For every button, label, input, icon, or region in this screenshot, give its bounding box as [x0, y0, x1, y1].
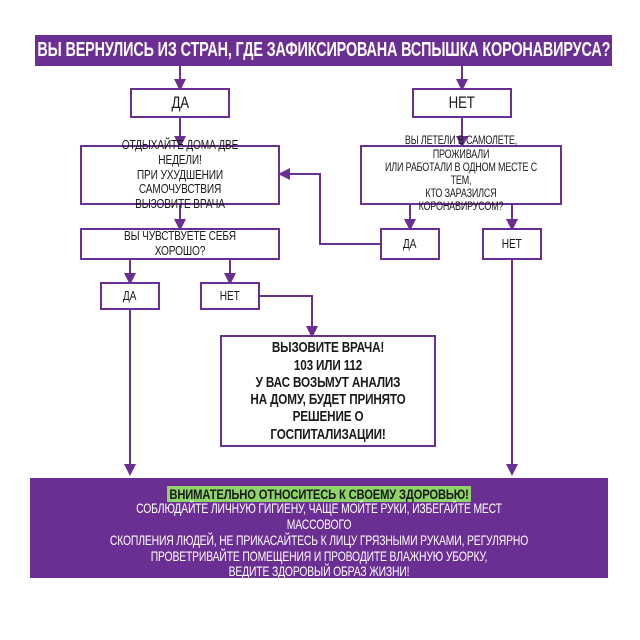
yes-box-2: ДА: [100, 282, 160, 310]
no-label: НЕТ: [448, 93, 476, 113]
stay-home-box: ОТДЫХАЙТЕ ДОМА ДВЕ НЕДЕЛИ! ПРИ УХУДШЕНИИ…: [80, 137, 280, 211]
call-doctor-box: ВЫЗОВИТЕ ВРАЧА! 103 ИЛИ 112 У ВАС ВОЗЬМУ…: [220, 335, 436, 447]
no-box-1: НЕТ: [412, 88, 512, 118]
main-question-text: ВЫ ВЕРНУЛИСЬ ИЗ СТРАН, ГДЕ ЗАФИКСИРОВАНА…: [37, 39, 610, 61]
stay-home-text: ОТДЫХАЙТЕ ДОМА ДВЕ НЕДЕЛИ! ПРИ УХУДШЕНИИ…: [121, 136, 239, 212]
footer-body: СОБЛЮДАЙТЕ ЛИЧНУЮ ГИГИЕНУ, ЧАЩЕ МОЙТЕ РУ…: [109, 500, 529, 580]
arrow-no2-doctor: [260, 295, 318, 338]
footer-advice-panel: ВНИМАТЕЛЬНО ОТНОСИТЕСЬ К СВОЕМУ ЗДОРОВЬЮ…: [30, 478, 608, 580]
call-doctor-text: ВЫЗОВИТЕ ВРАЧА! 103 ИЛИ 112 У ВАС ВОЗЬМУ…: [250, 339, 406, 443]
yes-label: ДА: [403, 235, 417, 251]
feel-question-text: ВЫ ЧУВСТВУЕТЕ СЕБЯ ХОРОШО?: [124, 228, 236, 258]
no-label: НЕТ: [220, 287, 240, 303]
yes-box-3: ДА: [380, 228, 440, 260]
yes-label: ДА: [171, 93, 189, 113]
contact-question-box: ВЫ ЛЕТЕЛИ В САМОЛЕТЕ, ПРОЖИВАЛИ ИЛИ РАБО…: [360, 135, 562, 213]
footer-headline: ВНИМАТЕЛЬНО ОТНОСИТЕСЬ К СВОЕМУ ЗДОРОВЬЮ…: [166, 486, 472, 502]
no-box-3: НЕТ: [482, 228, 542, 260]
yes-label: ДА: [123, 287, 137, 303]
arrow-yes3-stayhome: [278, 168, 380, 245]
contact-question-text: ВЫ ЛЕТЕЛИ В САМОЛЕТЕ, ПРОЖИВАЛИ ИЛИ РАБО…: [384, 135, 538, 214]
no-box-2: НЕТ: [200, 282, 260, 310]
no-label: НЕТ: [502, 235, 522, 251]
feel-question-box: ВЫ ЧУВСТВУЕТЕ СЕБЯ ХОРОШО?: [80, 228, 280, 260]
yes-box-1: ДА: [130, 88, 230, 118]
main-question: ВЫ ВЕРНУЛИСЬ ИЗ СТРАН, ГДЕ ЗАФИКСИРОВАНА…: [35, 35, 612, 66]
